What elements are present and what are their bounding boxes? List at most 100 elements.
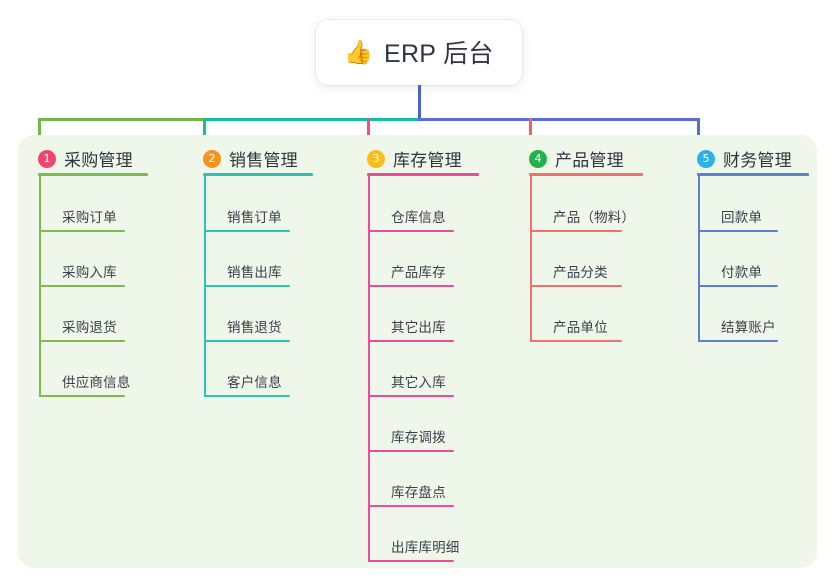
module-item[interactable]: 产品库存: [367, 255, 483, 287]
module-item[interactable]: 结算账户: [697, 310, 807, 342]
module-item-label: 出库库明细: [391, 540, 460, 555]
module-item-rule: [368, 450, 454, 452]
module-item-rule: [368, 505, 454, 507]
module-item[interactable]: 供应商信息: [38, 365, 154, 397]
column-header-2[interactable]: 2 销售管理: [203, 146, 298, 171]
module-item-rule: [530, 340, 622, 342]
module-item-rule: [39, 395, 125, 397]
column-title: 财务管理: [723, 151, 792, 170]
module-item-rule: [39, 230, 125, 232]
modules-panel: 1 采购管理采购订单采购入库采购退货供应商信息 2 销售管理销售订单销售出库销售退货客…: [18, 135, 817, 568]
module-item[interactable]: 库存调拨: [367, 420, 483, 452]
module-item-rule: [698, 340, 778, 342]
module-item[interactable]: 出库库明细: [367, 530, 483, 562]
module-item[interactable]: 采购订单: [38, 200, 154, 232]
module-item[interactable]: 回款单: [697, 200, 807, 232]
module-item-rule: [368, 340, 454, 342]
connector-bar-teal: [203, 118, 420, 121]
module-item-label: 供应商信息: [62, 375, 131, 390]
column-header-rule: [203, 173, 313, 176]
module-item[interactable]: 销售订单: [203, 200, 319, 232]
module-item-label: 采购退货: [62, 320, 117, 335]
connector-drop-3: [367, 118, 370, 148]
module-item-label: 产品（物料）: [553, 210, 636, 225]
column-index-badge: 3: [367, 149, 385, 168]
module-item-rule: [204, 395, 290, 397]
module-item-label: 回款单: [721, 210, 763, 225]
module-item[interactable]: 产品单位: [529, 310, 651, 342]
module-item-rule: [368, 395, 454, 397]
column-index-badge: 5: [697, 149, 715, 168]
column-index-badge: 2: [203, 149, 221, 168]
column-title: 产品管理: [555, 151, 624, 170]
module-item[interactable]: 产品分类: [529, 255, 651, 287]
column-index-badge: 4: [529, 149, 547, 168]
module-item[interactable]: 销售出库: [203, 255, 319, 287]
column-header-4[interactable]: 4 产品管理: [529, 146, 624, 171]
column-spine: [698, 173, 700, 342]
module-item[interactable]: 销售退货: [203, 310, 319, 342]
module-item-label: 库存调拨: [391, 430, 446, 445]
module-item[interactable]: 采购退货: [38, 310, 154, 342]
column-title: 销售管理: [229, 151, 298, 170]
connector-bar-blue: [418, 118, 699, 121]
module-item-rule: [698, 285, 778, 287]
connector-bar-green: [38, 118, 205, 121]
module-item-label: 其它出库: [391, 320, 446, 335]
column-header-1[interactable]: 1 采购管理: [38, 146, 133, 171]
module-item-rule: [368, 285, 454, 287]
module-item-label: 采购入库: [62, 265, 117, 280]
column-header-3[interactable]: 3 库存管理: [367, 146, 462, 171]
module-item[interactable]: 付款单: [697, 255, 807, 287]
module-item-rule: [368, 230, 454, 232]
module-item-label: 付款单: [721, 265, 763, 280]
connector-drop-5: [697, 118, 700, 148]
module-item-rule: [204, 285, 290, 287]
module-item-label: 销售出库: [227, 265, 282, 280]
module-item-label: 销售退货: [227, 320, 282, 335]
module-item-label: 结算账户: [721, 320, 776, 335]
connector-drop-4: [529, 118, 532, 148]
module-item-label: 采购订单: [62, 210, 117, 225]
module-item-label: 销售订单: [227, 210, 282, 225]
module-item-rule: [530, 285, 622, 287]
module-item-label: 客户信息: [227, 375, 282, 390]
module-item-rule: [39, 340, 125, 342]
module-item-label: 产品单位: [553, 320, 608, 335]
column-header-rule: [38, 173, 148, 176]
column-header-5[interactable]: 5 财务管理: [697, 146, 792, 171]
module-item-rule: [530, 230, 622, 232]
module-item[interactable]: 库存盘点: [367, 475, 483, 507]
module-item-label: 产品分类: [553, 265, 608, 280]
column-title: 采购管理: [64, 151, 133, 170]
module-item-label: 产品库存: [391, 265, 446, 280]
root-node-content: 👍 ERP 后台: [344, 34, 493, 70]
column-index-badge: 1: [38, 149, 56, 168]
module-item[interactable]: 其它入库: [367, 365, 483, 397]
module-item-label: 其它入库: [391, 375, 446, 390]
module-item[interactable]: 仓库信息: [367, 200, 483, 232]
module-item-rule: [368, 560, 454, 562]
module-item-rule: [39, 285, 125, 287]
column-spine: [530, 173, 532, 342]
column-spine: [368, 173, 370, 562]
connector-drop-1: [38, 118, 41, 148]
connector-stem-vertical: [418, 85, 421, 121]
module-item-rule: [698, 230, 778, 232]
module-item-label: 库存盘点: [391, 485, 446, 500]
column-title: 库存管理: [393, 151, 462, 170]
connector-drop-2: [203, 118, 206, 148]
module-item[interactable]: 其它出库: [367, 310, 483, 342]
module-item[interactable]: 产品（物料）: [529, 200, 651, 232]
module-item-label: 仓库信息: [391, 210, 446, 225]
thumbs-up-icon: 👍: [344, 39, 373, 65]
module-item[interactable]: 采购入库: [38, 255, 154, 287]
module-item-rule: [204, 230, 290, 232]
module-item-rule: [204, 340, 290, 342]
root-node-erp-backend[interactable]: 👍 ERP 后台: [316, 20, 522, 85]
module-item[interactable]: 客户信息: [203, 365, 319, 397]
column-header-rule: [529, 173, 643, 176]
column-header-rule: [367, 173, 479, 176]
root-node-label: ERP 后台: [383, 39, 494, 68]
